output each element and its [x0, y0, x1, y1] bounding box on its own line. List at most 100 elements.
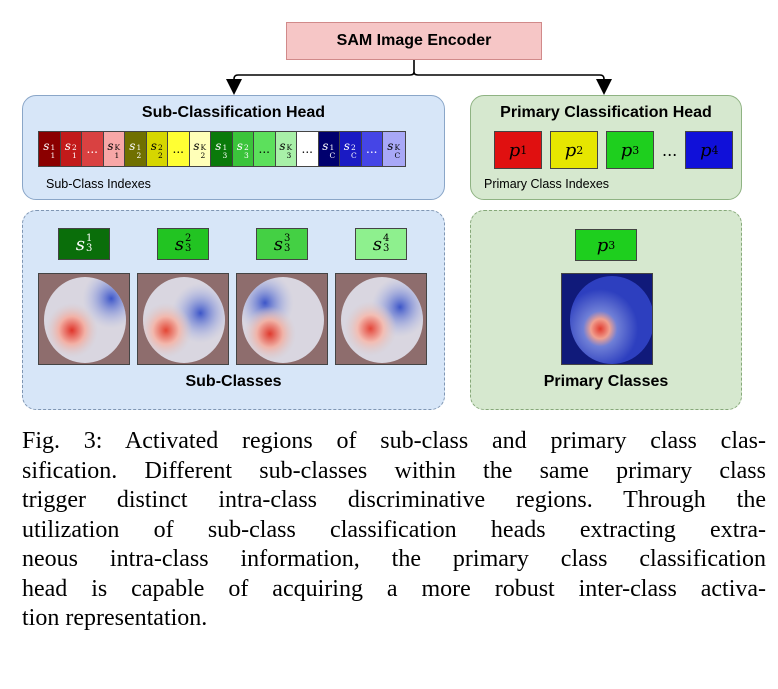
primary-symbol-sub: 3 [632, 143, 640, 157]
sub-classes-title: Sub-Classes [185, 373, 282, 390]
symbol-sub: 1 [71, 150, 77, 160]
symbol-sup: K [286, 142, 293, 152]
symbol-base: s [343, 138, 350, 153]
sub-class-heatmap [236, 273, 328, 365]
sub-class-symbol-sub: 3 [382, 243, 390, 254]
primary-symbol-sub: 2 [576, 143, 584, 157]
symbol-sup: 2 [71, 142, 77, 152]
symbol-base: s [129, 138, 136, 153]
primary-class-sub: 3 [608, 238, 616, 252]
caption-line: utilization of sub-class classification … [22, 516, 766, 543]
primary-symbol-sub: 4 [711, 143, 719, 157]
primary-symbol-base: p [620, 139, 633, 161]
symbol-sup: 1 [50, 142, 56, 152]
sub-class-ellipsis: ... [172, 142, 184, 156]
sub-class-symbol-sup: 4 [382, 233, 390, 244]
symbol-sub: 3 [243, 150, 249, 160]
symbol-sub: 3 [286, 150, 292, 160]
symbol-sup: 1 [136, 142, 142, 152]
caption-line: head is capable of acquiring a more robu… [22, 575, 766, 602]
sub-class-symbol-base: s [174, 233, 184, 255]
sub-class-symbol-sup: 2 [184, 233, 192, 244]
symbol-sup: 2 [243, 142, 249, 152]
symbol-sup: K [200, 142, 207, 152]
symbol-sup: K [394, 142, 401, 152]
symbol-sub: 2 [200, 150, 206, 160]
symbol-sup: 2 [350, 142, 356, 152]
sub-class-symbol-base: s [372, 233, 382, 255]
symbol-sub: 1 [50, 150, 56, 160]
sam-image-encoder-box: SAM Image Encoder [286, 22, 542, 60]
sub-class-ellipsis: ... [86, 142, 98, 156]
arrow-to-primary-head [413, 71, 612, 95]
sub-class-heatmap [335, 273, 427, 365]
sub-class-symbol-sub: 3 [85, 243, 93, 254]
arrow-to-sub-head [226, 60, 415, 95]
primary-classification-head-title: Primary Classification Head [500, 104, 712, 121]
primary-class-ellipsis: ... [662, 140, 678, 160]
primary-symbol-base: p [564, 139, 577, 161]
sub-class-ellipsis: ... [258, 142, 270, 156]
caption-line: sification. Different sub-classes within… [22, 457, 766, 484]
caption-line: tion representation. [22, 605, 208, 631]
symbol-base: s [193, 138, 200, 153]
symbol-base: s [150, 138, 157, 153]
symbol-base: s [43, 138, 50, 153]
sub-class-index-cell: ... [168, 132, 190, 166]
symbol-base: s [215, 138, 222, 153]
encoder-arrows [226, 60, 612, 95]
symbol-base: s [322, 138, 329, 153]
figure-caption: Fig. 3: Activated regions of sub-class a… [22, 427, 766, 634]
symbol-base: s [107, 138, 114, 153]
symbol-base: s [279, 138, 286, 153]
symbol-base: s [64, 138, 71, 153]
symbol-sub: C [329, 150, 336, 160]
sub-class-symbol-sub: 3 [283, 243, 291, 254]
primary-class-indexes-label: Primary Class Indexes [484, 177, 610, 191]
symbol-sup: 1 [329, 142, 335, 152]
caption-line: trigger distinct intra-class discriminat… [22, 487, 766, 513]
symbol-sub: 1 [114, 150, 120, 160]
symbol-sup: 1 [222, 142, 228, 152]
symbol-base: s [236, 138, 243, 153]
sub-class-symbol-sup: 3 [283, 233, 291, 244]
caption-line: neous intra-class information, the prima… [22, 546, 766, 572]
primary-classes-title: Primary Classes [543, 373, 669, 390]
symbol-sup: 2 [157, 142, 163, 152]
symbol-sup: K [114, 142, 121, 152]
sam-image-encoder-label: SAM Image Encoder [336, 32, 492, 49]
symbol-sub: C [394, 150, 401, 160]
sub-class-index-cell: ... [297, 132, 319, 166]
sub-class-indexes-label: Sub-Class Indexes [46, 177, 151, 191]
caption-line: Fig. 3: Activated regions of sub-class a… [22, 428, 766, 454]
sub-class-index-cell: ... [361, 132, 383, 166]
symbol-sub: 3 [222, 150, 228, 160]
